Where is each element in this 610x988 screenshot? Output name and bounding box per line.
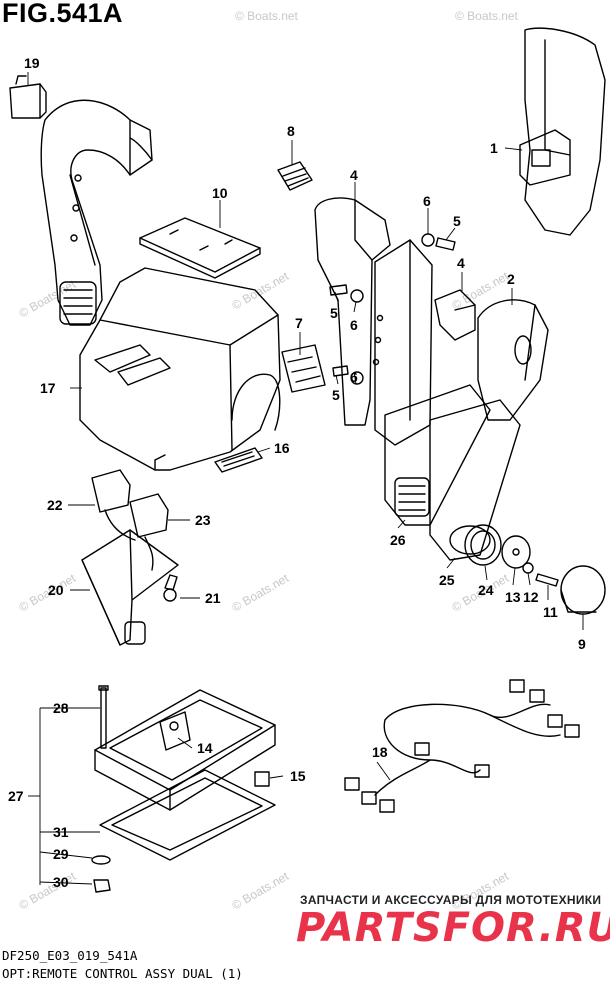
part-31-gasket bbox=[99, 769, 276, 861]
callout-7: 7 bbox=[295, 315, 303, 331]
callout-29: 29 bbox=[53, 846, 69, 862]
callout-5: 5 bbox=[332, 387, 340, 403]
part-10-plate bbox=[139, 217, 261, 279]
part-28-bolt bbox=[98, 685, 109, 749]
callout-5: 5 bbox=[453, 213, 461, 229]
callout-1: 1 bbox=[490, 140, 498, 156]
part-21-screw bbox=[163, 574, 178, 602]
shop-logo: PARTSFOR.RU bbox=[296, 905, 610, 951]
wires bbox=[104, 509, 154, 571]
part-26-arm bbox=[384, 384, 491, 526]
callout-6: 6 bbox=[423, 193, 431, 209]
callout-2: 2 bbox=[507, 271, 515, 287]
part-25-arm bbox=[429, 399, 521, 561]
part-2-lever bbox=[477, 299, 549, 421]
part-14-stud bbox=[159, 711, 191, 751]
part-11-screw bbox=[535, 573, 559, 587]
watermark: © Boats.net bbox=[455, 9, 519, 23]
callout-labels: 19 8 10 4 1 6 5 4 2 7 5 6 5 6 17 16 22 2… bbox=[8, 55, 586, 890]
part-6-washer bbox=[350, 371, 364, 385]
part-5-screw bbox=[332, 365, 349, 377]
part-4-switch bbox=[434, 289, 476, 341]
callout-16: 16 bbox=[274, 440, 290, 456]
part-18-harness bbox=[344, 679, 580, 813]
callout-4: 4 bbox=[457, 255, 465, 271]
callout-17: 17 bbox=[40, 380, 56, 396]
callout-21: 21 bbox=[205, 590, 221, 606]
part-1-lever bbox=[519, 27, 606, 236]
part-29-washer bbox=[91, 855, 111, 865]
callout-6: 6 bbox=[350, 369, 358, 385]
callout-9: 9 bbox=[578, 636, 586, 652]
callout-30: 30 bbox=[53, 874, 69, 890]
watermarks: © Boats.net © Boats.net © Boats.net © Bo… bbox=[17, 9, 519, 913]
part-20-bracket bbox=[81, 529, 179, 646]
callout-19: 19 bbox=[24, 55, 40, 71]
callout-31: 31 bbox=[53, 824, 69, 840]
callout-24: 24 bbox=[478, 582, 494, 598]
callout-10: 10 bbox=[212, 185, 228, 201]
part-13-disc bbox=[501, 535, 531, 569]
part-8-plate bbox=[277, 161, 313, 191]
left-lever-handle bbox=[40, 99, 153, 326]
part-23-switch bbox=[129, 493, 169, 538]
watermark: © Boats.net bbox=[235, 9, 299, 23]
middle-plate bbox=[374, 239, 433, 446]
callout-14: 14 bbox=[197, 740, 213, 756]
callout-8: 8 bbox=[287, 123, 295, 139]
part-9-cap bbox=[560, 565, 606, 615]
watermark: © Boats.net bbox=[230, 269, 292, 313]
callout-13: 13 bbox=[505, 589, 521, 605]
footer-figure-code: DF250_E03_019_541A bbox=[2, 948, 138, 963]
part-22-switch bbox=[91, 469, 131, 513]
part-19-grip bbox=[9, 75, 47, 119]
callout-12: 12 bbox=[523, 589, 539, 605]
shop-banner-tagline: ЗАПЧАСТИ И АКСЕССУАРЫ ДЛЯ МОТОТЕХНИКИ bbox=[300, 893, 602, 907]
callout-11: 11 bbox=[543, 604, 558, 620]
watermark: © Boats.net bbox=[230, 869, 292, 913]
callout-28: 28 bbox=[53, 700, 69, 716]
figure-title: FIG.541A bbox=[2, 0, 124, 28]
callout-20: 20 bbox=[48, 582, 64, 598]
footer-figure-description: OPT:REMOTE CONTROL ASSY DUAL (1) bbox=[2, 966, 243, 981]
callout-6: 6 bbox=[350, 317, 358, 333]
part-6-washer bbox=[421, 233, 435, 247]
part-3-arm bbox=[314, 197, 391, 426]
part-6-washer bbox=[350, 289, 364, 303]
callout-22: 22 bbox=[47, 497, 63, 513]
part-30-nut bbox=[93, 879, 111, 893]
part-7-bracket bbox=[281, 344, 326, 393]
callout-18: 18 bbox=[372, 744, 388, 760]
part-17-cover bbox=[79, 267, 281, 471]
part-12-washer bbox=[522, 562, 534, 574]
part-24-ring bbox=[464, 524, 502, 566]
part-16-pad bbox=[214, 447, 263, 473]
watermark: © Boats.net bbox=[230, 571, 292, 615]
part-5-screw bbox=[329, 284, 348, 296]
callout-5: 5 bbox=[330, 305, 338, 321]
callout-15: 15 bbox=[290, 768, 306, 784]
callout-26: 26 bbox=[390, 532, 406, 548]
callout-3: 4 bbox=[350, 167, 358, 183]
watermark: © Boats.net bbox=[17, 869, 79, 913]
part-15-nut bbox=[254, 771, 270, 787]
callout-23: 23 bbox=[195, 512, 211, 528]
callout-27: 27 bbox=[8, 788, 24, 804]
callout-25: 25 bbox=[439, 572, 455, 588]
part-5-screw bbox=[435, 237, 456, 251]
leader-lines bbox=[27, 72, 584, 885]
part-27-base bbox=[94, 689, 276, 811]
